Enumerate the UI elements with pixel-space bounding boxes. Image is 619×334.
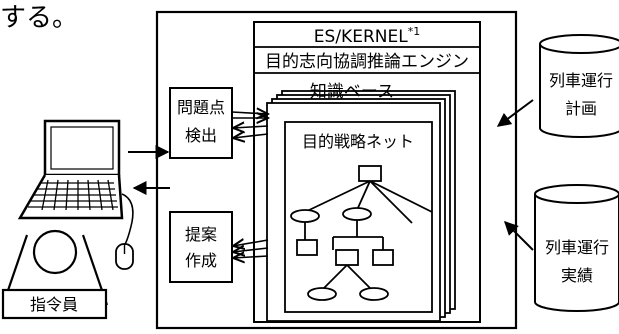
laptop-terminal-icon (17, 119, 124, 220)
operator-label: 指令員 (30, 295, 78, 314)
actual-db-line1: 列車運行 (545, 238, 609, 257)
mouse-cable (121, 193, 134, 247)
proposal-creation-frame (169, 211, 233, 283)
plan-db-top (539, 34, 619, 54)
knowledge-base-label: 知識ベース (310, 82, 394, 102)
edge (346, 264, 373, 291)
proposal-creation-line1: 提案 (185, 225, 217, 244)
actual-db-body (534, 194, 619, 312)
ellipse-node (307, 287, 337, 301)
footnote-mark: *1 (408, 25, 421, 38)
actual-db-line2: 実績 (561, 266, 593, 285)
keyboard-icon (28, 179, 118, 211)
ellipse-node (342, 207, 372, 221)
module-connectors (232, 112, 268, 258)
engine-name: 目的志向協調推論エンジン (265, 52, 469, 72)
actual-db-arrow (504, 221, 534, 251)
strategy-net-label: 目的戦略ネット (302, 132, 414, 151)
train-actual-database: 列車運行 実績 (534, 184, 619, 312)
proposal-creation-box: 提案 作成 (169, 211, 233, 283)
plan-db-line1: 列車運行 (549, 71, 613, 90)
edge (356, 180, 371, 211)
strategy-net-box: 目的戦略ネット (284, 121, 433, 313)
detection-arrow (233, 126, 269, 128)
train-plan-database: 列車運行 計画 (539, 34, 619, 138)
rect-node (296, 239, 318, 256)
actual-db-top (534, 184, 619, 204)
plan-db-arrow (496, 99, 534, 127)
rect-node (335, 249, 359, 266)
outer-system-box (155, 10, 518, 330)
operator-head-icon (32, 229, 78, 275)
problem-detection-box: 問題点 検出 (169, 87, 233, 159)
plan-db-body (539, 44, 619, 138)
ellipse-node (359, 287, 389, 301)
problem-detection-line1: 問題点 (177, 98, 225, 117)
plan-db-line2: 計画 (565, 99, 597, 118)
detection-arrow (233, 134, 269, 138)
operator-nameplate (1, 288, 108, 320)
mouse-icon (115, 193, 134, 270)
rect-node (372, 249, 394, 266)
proposal-arrow (233, 256, 269, 258)
edge (369, 180, 413, 224)
network-nodes (290, 165, 394, 301)
laptop-screen-inner (50, 126, 114, 170)
edge (304, 180, 371, 213)
proposal-creation-line2: 作成 (185, 251, 217, 270)
laptop-screen-icon (43, 119, 121, 177)
ellipse-node (290, 209, 320, 223)
system-name: ES/KERNEL (314, 27, 408, 47)
root-node (358, 165, 382, 182)
edge (321, 264, 348, 291)
network-edges (304, 180, 433, 291)
system-name-title: ES/KERNEL*1 (314, 25, 420, 47)
laptop-base-icon (17, 174, 124, 220)
edge (369, 180, 433, 213)
problem-detection-line2: 検出 (185, 126, 217, 145)
header-fragment: する。 (0, 3, 78, 33)
operator-figure-icon: 指令員 (1, 229, 109, 320)
